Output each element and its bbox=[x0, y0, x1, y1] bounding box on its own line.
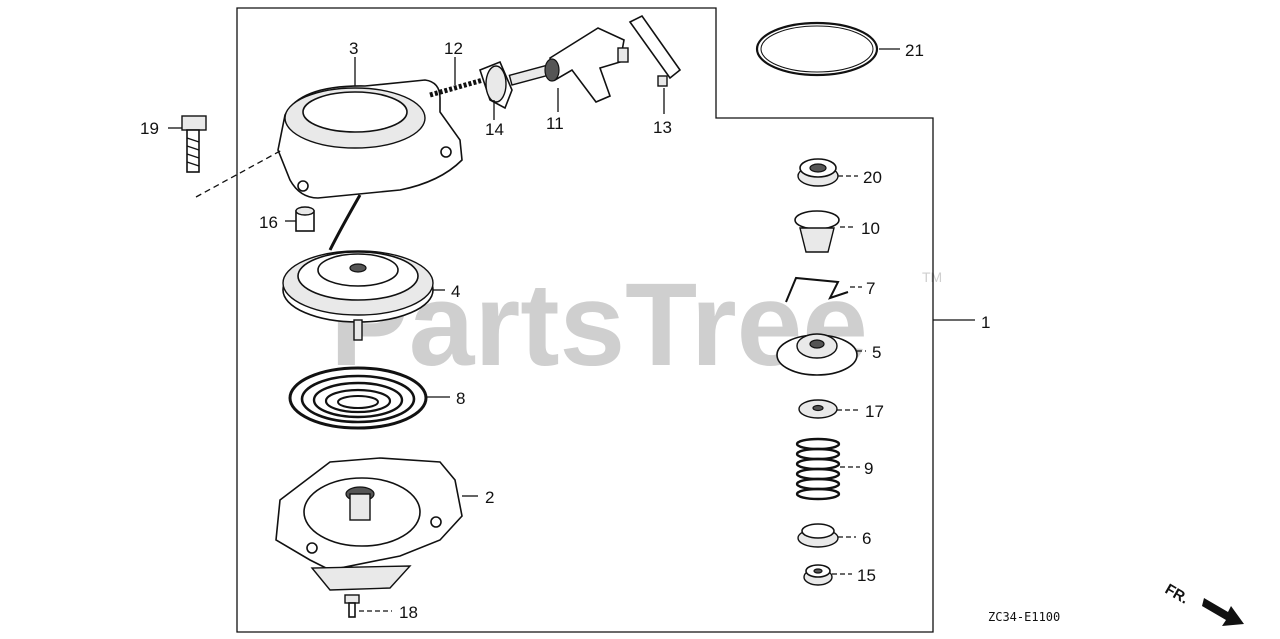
callout-2[interactable]: 2 bbox=[485, 488, 494, 507]
front-direction-marker: FR. bbox=[1162, 581, 1244, 626]
part-16-collar[interactable] bbox=[285, 206, 315, 232]
callout-7[interactable]: 7 bbox=[866, 279, 875, 298]
part-18-screw[interactable] bbox=[344, 594, 392, 618]
part-2-starter-case[interactable] bbox=[275, 457, 478, 591]
callout-12[interactable]: 12 bbox=[444, 39, 463, 58]
part-9-return-spring[interactable] bbox=[795, 437, 860, 501]
part-19-flange-bolt[interactable] bbox=[168, 115, 283, 198]
part-17-washer[interactable] bbox=[798, 399, 860, 419]
front-direction-label: FR. bbox=[1162, 581, 1191, 608]
part-15-nut[interactable] bbox=[803, 564, 852, 586]
callout-4[interactable]: 4 bbox=[451, 282, 460, 301]
callout-3[interactable]: 3 bbox=[349, 39, 358, 58]
part-13-handle-plate[interactable] bbox=[617, 14, 682, 114]
callout-9[interactable]: 9 bbox=[864, 459, 873, 478]
callout-5[interactable]: 5 bbox=[872, 343, 881, 362]
callout-1[interactable]: 1 bbox=[981, 313, 990, 332]
callout-19[interactable]: 19 bbox=[140, 119, 159, 138]
callout-13[interactable]: 13 bbox=[653, 118, 672, 137]
part-5-ratchet[interactable] bbox=[776, 333, 866, 376]
part-10-cap[interactable] bbox=[794, 210, 856, 253]
watermark-trademark: TM bbox=[922, 269, 942, 285]
callout-21[interactable]: 21 bbox=[905, 41, 924, 60]
part-12-starter-rope[interactable] bbox=[328, 57, 491, 251]
part-7-friction-spring[interactable] bbox=[785, 276, 862, 303]
callout-20[interactable]: 20 bbox=[863, 168, 882, 187]
diagram-code: ZC34-E1100 bbox=[988, 610, 1060, 624]
callout-8[interactable]: 8 bbox=[456, 389, 465, 408]
callout-6[interactable]: 6 bbox=[862, 529, 871, 548]
callout-14[interactable]: 14 bbox=[485, 120, 504, 139]
assembly-boundary bbox=[236, 7, 934, 633]
callout-16[interactable]: 16 bbox=[259, 213, 278, 232]
callout-17[interactable]: 17 bbox=[865, 402, 884, 421]
part-21-o-ring[interactable] bbox=[755, 21, 900, 77]
callout-18[interactable]: 18 bbox=[399, 603, 418, 622]
part-3-recoil-cover[interactable] bbox=[277, 57, 463, 199]
part-20-nut[interactable] bbox=[797, 158, 858, 187]
callout-15[interactable]: 15 bbox=[857, 566, 876, 585]
part-11-starter-grip[interactable] bbox=[508, 27, 625, 112]
callout-10[interactable]: 10 bbox=[861, 219, 880, 238]
part-6-retainer[interactable] bbox=[797, 523, 856, 548]
part-4-reel[interactable] bbox=[282, 250, 445, 341]
callout-11[interactable]: 11 bbox=[546, 114, 564, 133]
part-8-recoil-spring[interactable] bbox=[288, 366, 450, 430]
front-arrow-icon bbox=[1202, 598, 1244, 626]
part-14-rope-guide[interactable] bbox=[479, 60, 513, 120]
